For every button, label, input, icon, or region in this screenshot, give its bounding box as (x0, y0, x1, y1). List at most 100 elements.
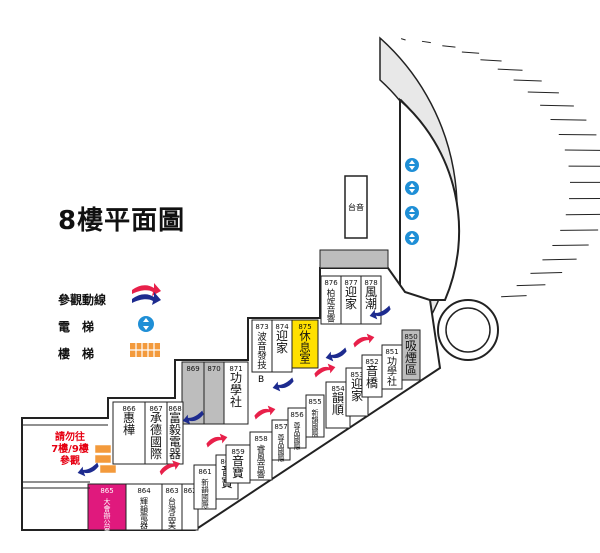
booth-name-char: 國 (312, 423, 319, 431)
booth-name-char: 音 (327, 305, 336, 316)
booth-name-char: 睿 (257, 444, 266, 455)
booth-name-char: 家 (351, 388, 363, 403)
booth-number: 863 (165, 487, 178, 495)
booth-name-char: 品 (294, 429, 301, 437)
booth-name-char: 際 (312, 429, 319, 438)
booth-name-char: 國 (294, 436, 301, 444)
stage-label: 台音 (348, 202, 364, 212)
booth-name-char: 吸 (405, 339, 417, 353)
booth-name-char: 器 (140, 521, 148, 530)
booth-name-char: 順 (332, 403, 344, 417)
top-grey-bar (319, 249, 389, 269)
booth-name-char: 區 (405, 363, 417, 377)
booth-number: 864 (137, 487, 151, 495)
booth-name-char: 社 (230, 394, 242, 409)
booth-number: 852 (365, 358, 378, 366)
route-arrow-icon (132, 283, 161, 305)
booth-name-char: 發 (257, 350, 267, 362)
stairs-block (94, 444, 112, 454)
booth-name-char: 美 (168, 520, 176, 530)
booth-name-char: 音 (232, 453, 244, 468)
area-b-label: B (258, 375, 264, 385)
booth-name-char: 學 (230, 383, 242, 397)
legend-route: 參觀動線 (58, 293, 107, 307)
notice-line: 請勿往 (55, 430, 85, 443)
stage-sign-box (344, 175, 368, 239)
booth-name-char: 韻 (140, 504, 148, 514)
booth-name-char: 功 (230, 371, 242, 385)
booth-name-char: 國 (150, 435, 162, 449)
booth-name-char: 室 (299, 352, 310, 366)
booth-number: 878 (364, 279, 377, 287)
booth-number: 855 (308, 398, 321, 406)
booth-name-char: 寶 (232, 465, 244, 480)
booth-number: 875 (298, 323, 311, 331)
booth-name-char: 尊 (294, 421, 301, 430)
booth-name-char: 灣 (168, 504, 176, 514)
booth-number: 870 (207, 365, 220, 373)
booth-number: 873 (255, 323, 268, 331)
stage-area (399, 97, 461, 301)
booth-name-char: 響 (257, 470, 266, 481)
booth-number: 853 (350, 371, 363, 379)
booth-number: 858 (254, 435, 267, 443)
booth-name-char: 休 (299, 329, 311, 343)
booth-name-char: 迎 (345, 285, 357, 299)
page-title: 8樓平面圖 (58, 206, 186, 236)
booth-name-char: 音 (257, 341, 267, 353)
booth-name-char: 樺 (123, 423, 135, 437)
booth-name-char: 際 (278, 454, 285, 463)
notice-line: 參觀 (60, 454, 80, 467)
booth-name-char: 新 (201, 477, 209, 487)
booth-number: 868 (168, 405, 181, 413)
notice-line: 7樓/9樓 (51, 442, 89, 455)
booth-name-char: 潮 (365, 296, 377, 311)
booth-number: 876 (324, 279, 338, 287)
booth-870: 870 (203, 361, 225, 425)
booth-name-char: 波 (257, 331, 267, 343)
booth-name-char: 際 (150, 447, 162, 461)
booth-number: 869 (186, 365, 199, 373)
booth-name-char: 品 (168, 513, 176, 522)
booth-name-char: 家 (276, 340, 288, 355)
elevator-icon (138, 316, 154, 332)
booth-name-char: 公 (104, 519, 111, 527)
booth-name-char: 德 (150, 422, 162, 437)
booth-name-char: 室 (104, 525, 111, 534)
booth-name-char: 煙 (405, 351, 417, 365)
booth-name-char: 器 (169, 447, 181, 461)
booth-number: 856 (290, 411, 304, 419)
booth-name-char: 功 (387, 356, 397, 368)
booth-name-char: 韻 (332, 390, 344, 405)
booth-name-char: 富 (169, 410, 181, 425)
booth-name-char: 風 (365, 285, 377, 299)
booth-name-char: 輝 (140, 496, 148, 506)
route-arrows (77, 305, 391, 477)
booth-number: 866 (122, 405, 136, 413)
booth-number: 862 (183, 487, 196, 495)
booth-name-char: 迎 (351, 377, 363, 391)
booth-name-char: 際 (201, 500, 209, 510)
booth-name-char: 技 (257, 360, 267, 372)
booth-name-char: 際 (294, 442, 301, 451)
booth-number: 877 (344, 279, 357, 287)
booth-name-char: 迎 (276, 329, 288, 343)
booth-number: 867 (149, 405, 162, 413)
booth-number: 854 (331, 385, 345, 393)
booth-name-char: 家 (345, 296, 357, 311)
